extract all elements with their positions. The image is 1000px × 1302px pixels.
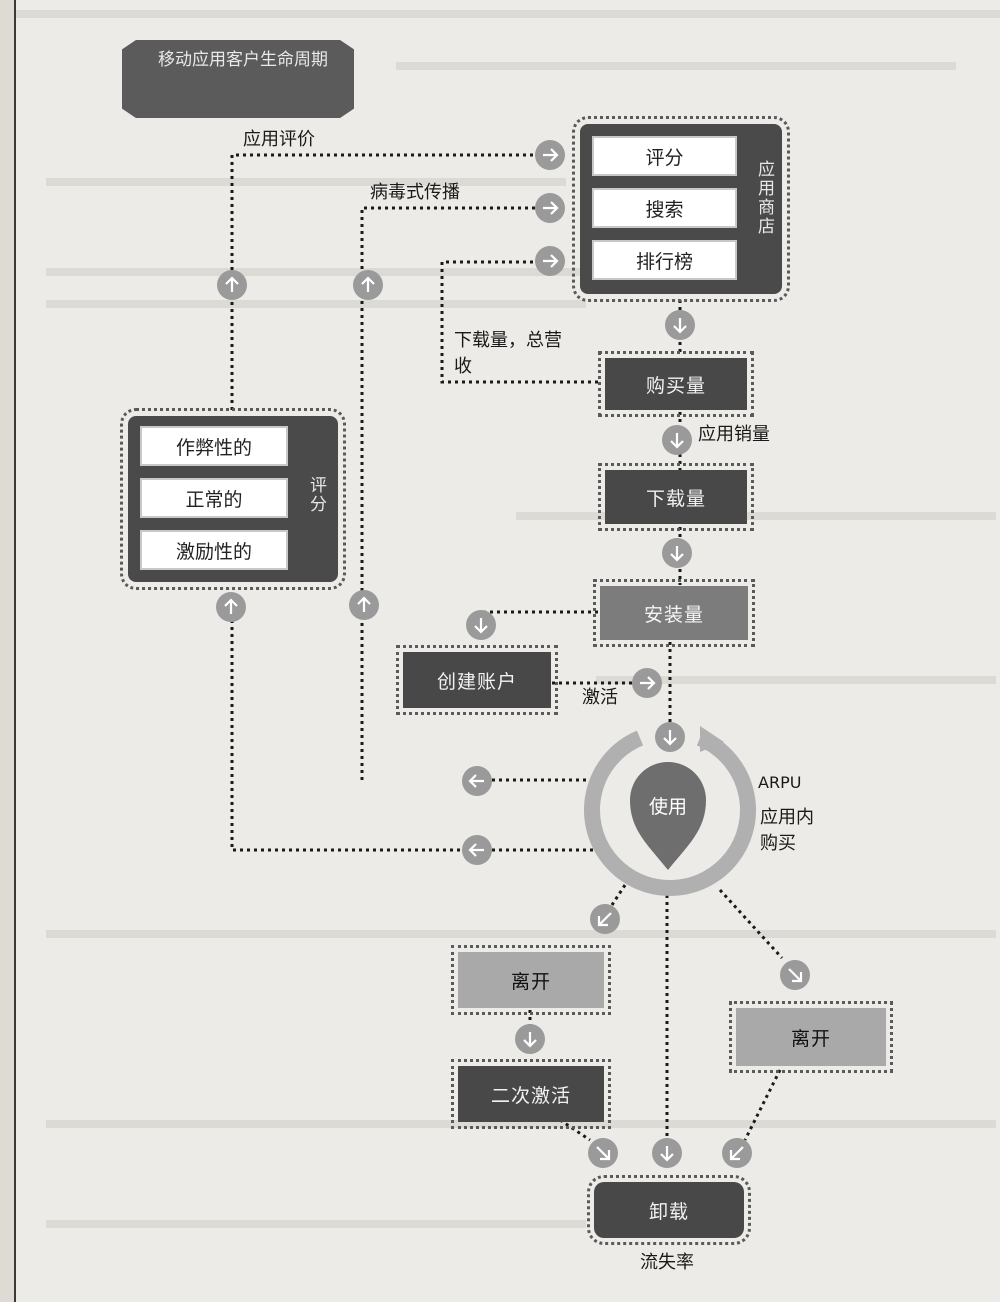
arrow-left-icon [462, 766, 492, 796]
installs-box: 安装量 [593, 579, 755, 647]
uninstall-box: 卸载 [587, 1175, 751, 1245]
arrow-down-right-icon [780, 960, 810, 990]
create-account-box: 创建账户 [396, 645, 558, 715]
label-downloads-revenue: 下载量，总营收 [454, 330, 562, 377]
purchases-box: 购买量 [598, 351, 754, 417]
label-churn-rate: 流失率 [640, 1252, 694, 1273]
rating-cheating-box: 作弊性的 [140, 426, 288, 466]
arrow-down-icon [665, 310, 695, 340]
rating-incentive-box: 激励性的 [140, 530, 288, 570]
arrow-down-icon [515, 1024, 545, 1054]
arrow-up-icon [216, 592, 246, 622]
label-in-app-purchase: 应用内购买 [760, 807, 814, 854]
arrow-right-icon [535, 140, 565, 170]
arrow-up-icon [217, 270, 247, 300]
rating-normal-box: 正常的 [140, 478, 288, 518]
arrow-down-icon [662, 425, 692, 455]
label-app-sales: 应用销量 [698, 424, 770, 445]
downloads-box: 下载量 [598, 463, 754, 531]
arrow-down-icon [655, 722, 685, 752]
arrow-up-icon [349, 590, 379, 620]
label-arpu: ARPU [758, 773, 802, 792]
rating-panel-label: 评分 [306, 476, 326, 514]
app-store-label: 应用商店 [754, 160, 774, 236]
label-app-review: 应用评价 [243, 129, 315, 150]
arrow-down-icon [466, 610, 496, 640]
store-ranking-box: 排行榜 [592, 240, 737, 280]
leave-box-1: 离开 [451, 945, 611, 1015]
leave-box-2: 离开 [729, 1001, 893, 1073]
arrow-left-icon [462, 835, 492, 865]
store-search-box: 搜索 [592, 188, 737, 228]
diagram-title: 移动应用客户生命周期 [122, 40, 354, 118]
arrow-down-left-icon [722, 1138, 752, 1168]
arrow-right-icon [535, 193, 565, 223]
label-viral-spread: 病毒式传播 [370, 182, 460, 203]
label-activation: 激活 [582, 687, 618, 708]
store-rating-box: 评分 [592, 136, 737, 176]
arrow-right-icon [632, 668, 662, 698]
arrow-down-left-icon [590, 904, 620, 934]
arrow-down-icon [652, 1138, 682, 1168]
arrow-down-right-icon [588, 1138, 618, 1168]
use-label: 使用 [649, 796, 688, 818]
arrow-up-icon [353, 270, 383, 300]
arrow-right-icon [535, 246, 565, 276]
reactivate-box: 二次激活 [451, 1059, 611, 1129]
arrow-down-icon [662, 538, 692, 568]
